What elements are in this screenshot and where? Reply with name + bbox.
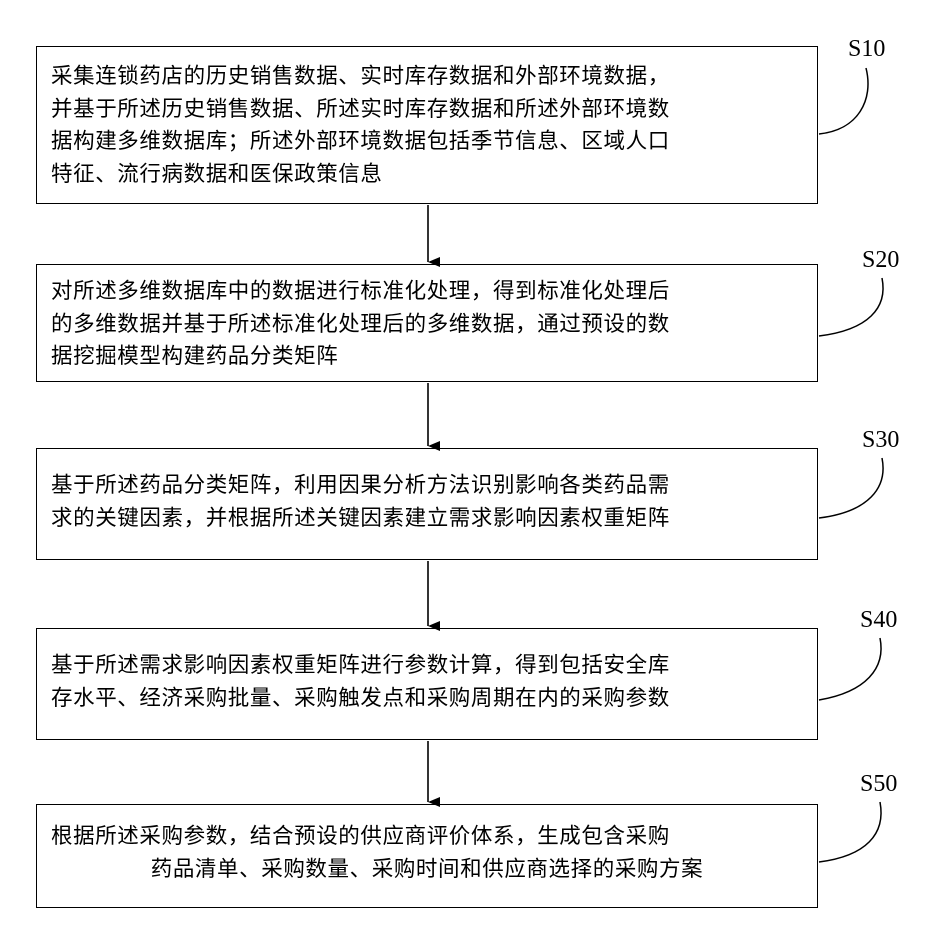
step-box-s50: 根据所述采购参数，结合预设的供应商评价体系，生成包含采购 药品清单、采购数量、采… [36,804,818,908]
step-text-s30: 基于所述药品分类矩阵，利用因果分析方法识别影响各类药品需 求的关键因素，并根据所… [51,470,803,535]
step-text-s40: 基于所述需求影响因素权重矩阵进行参数计算，得到包括安全库 存水平、经济采购批量、… [51,650,803,715]
step-label-s50: S50 [860,772,897,796]
step-text-s10: 采集连锁药店的历史销售数据、实时库存数据和外部环境数据， 并基于所述历史销售数据… [51,61,803,191]
step-line: 特征、流行病数据和医保政策信息 [51,159,803,192]
step-line: 药品清单、采购数量、采购时间和供应商选择的采购方案 [51,854,803,887]
step-label-s30: S30 [862,428,899,452]
leader-line-s40 [819,638,881,700]
step-line: 并基于所述历史销售数据、所述实时库存数据和所述外部环境数 [51,94,803,127]
step-label-s10: S10 [848,37,885,61]
step-label-s40: S40 [860,608,897,632]
leader-line-s50 [819,802,881,862]
step-line: 据构建多维数据库；所述外部环境数据包括季节信息、区域人口 [51,126,803,159]
step-line: 据挖掘模型构建药品分类矩阵 [51,341,803,374]
step-line: 采集连锁药店的历史销售数据、实时库存数据和外部环境数据， [51,61,803,94]
step-text-s50: 根据所述采购参数，结合预设的供应商评价体系，生成包含采购 药品清单、采购数量、采… [51,821,803,886]
step-line: 根据所述采购参数，结合预设的供应商评价体系，生成包含采购 [51,821,803,854]
step-line: 基于所述需求影响因素权重矩阵进行参数计算，得到包括安全库 [51,650,803,683]
step-box-s30: 基于所述药品分类矩阵，利用因果分析方法识别影响各类药品需 求的关键因素，并根据所… [36,448,818,560]
step-label-s20: S20 [862,248,899,272]
step-line: 存水平、经济采购批量、采购触发点和采购周期在内的采购参数 [51,683,803,716]
step-text-s20: 对所述多维数据库中的数据进行标准化处理，得到标准化处理后 的多维数据并基于所述标… [51,276,803,374]
step-line: 基于所述药品分类矩阵，利用因果分析方法识别影响各类药品需 [51,470,803,503]
step-box-s20: 对所述多维数据库中的数据进行标准化处理，得到标准化处理后 的多维数据并基于所述标… [36,264,818,382]
step-box-s40: 基于所述需求影响因素权重矩阵进行参数计算，得到包括安全库 存水平、经济采购批量、… [36,628,818,740]
step-box-s10: 采集连锁药店的历史销售数据、实时库存数据和外部环境数据， 并基于所述历史销售数据… [36,46,818,204]
step-line: 的多维数据并基于所述标准化处理后的多维数据，通过预设的数 [51,309,803,342]
leader-line-s10 [819,68,868,134]
leader-line-s30 [819,458,883,518]
step-line: 求的关键因素，并根据所述关键因素建立需求影响因素权重矩阵 [51,503,803,536]
leader-line-s20 [819,278,883,336]
step-line: 对所述多维数据库中的数据进行标准化处理，得到标准化处理后 [51,276,803,309]
